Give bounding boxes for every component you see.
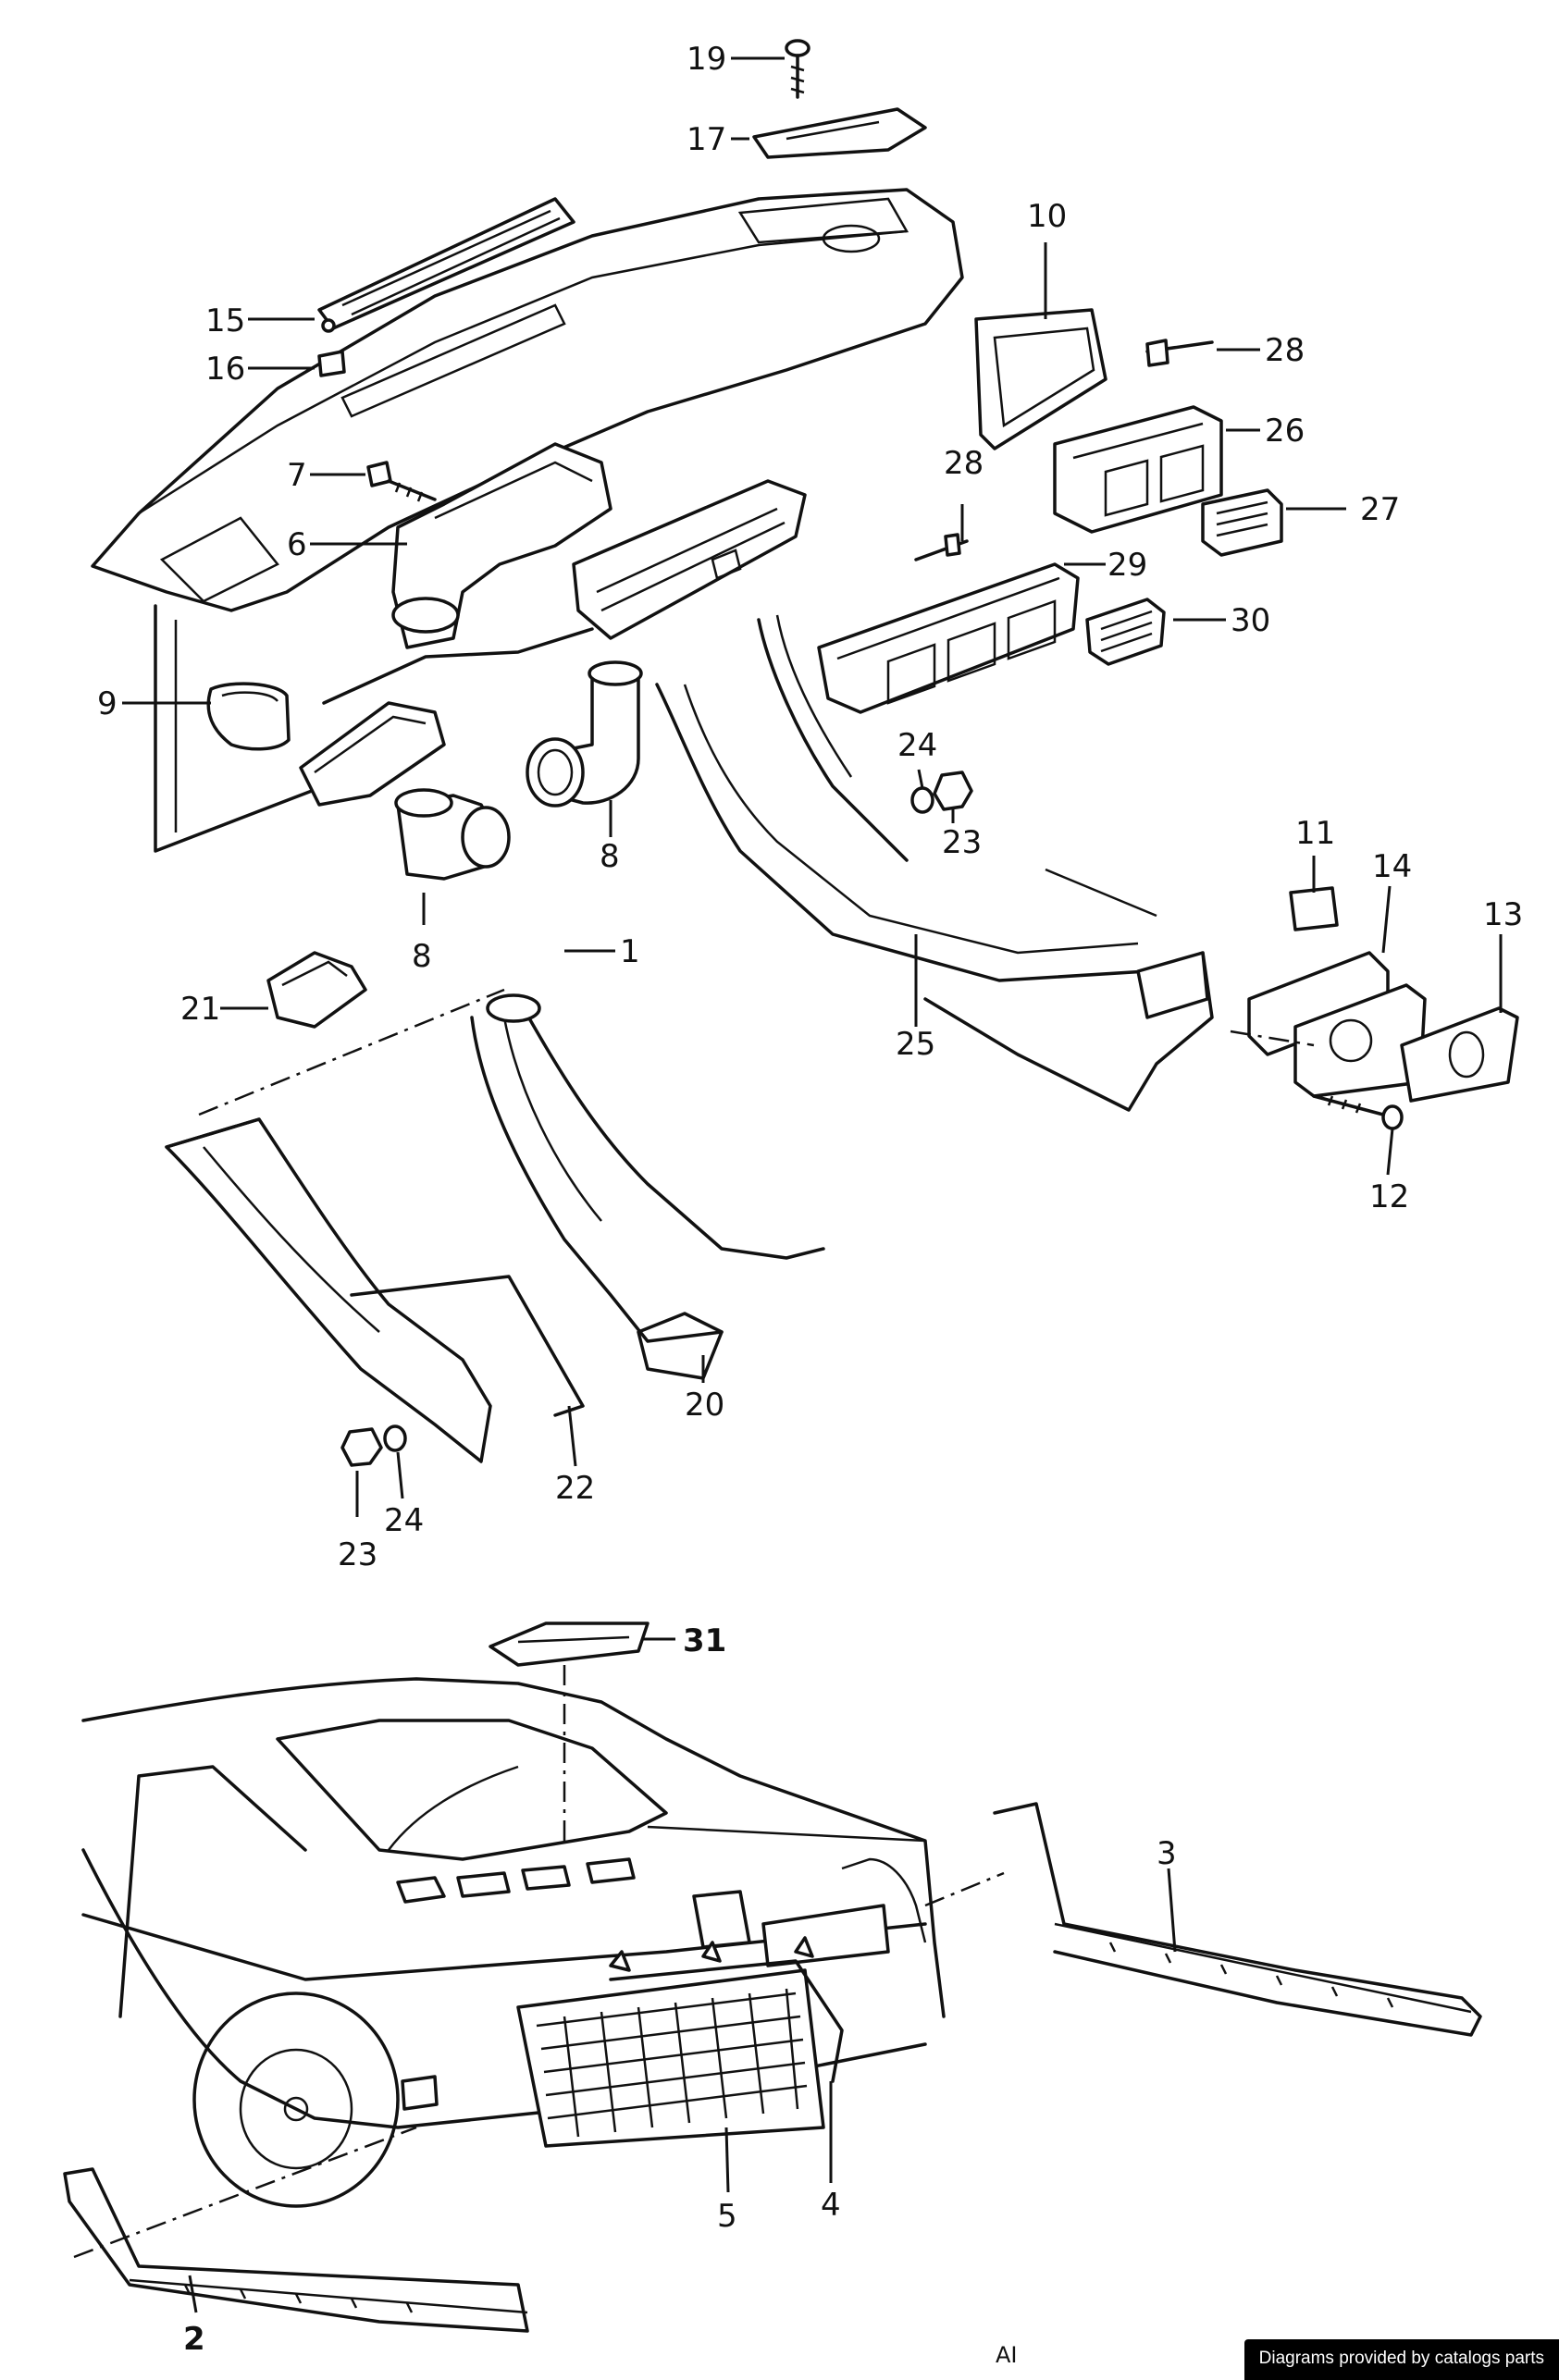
callout-21: 21 — [180, 991, 220, 1028]
callout-10: 10 — [1027, 198, 1067, 235]
callout-8-left: 8 — [412, 938, 432, 975]
center-duct-25 — [655, 614, 1214, 1112]
center-cover-plate — [752, 107, 927, 159]
reference-lines — [73, 988, 1315, 2259]
left-duct-assembly — [299, 442, 612, 807]
callout-20: 20 — [685, 1387, 724, 1424]
washer-nut-24-23-top — [910, 771, 973, 814]
callout-4: 4 — [821, 2187, 841, 2224]
callout-17: 17 — [687, 121, 726, 158]
screw-7 — [366, 461, 437, 502]
callout-31: 31 — [683, 1622, 726, 1659]
callout-labels: 19 17 10 28 15 16 26 7 28 27 6 29 30 9 2… — [97, 41, 1523, 2358]
callout-7: 7 — [287, 457, 307, 494]
callout-26: 26 — [1265, 413, 1305, 450]
callout-12: 12 — [1369, 1178, 1409, 1215]
side-trim-strip-3 — [993, 1802, 1482, 2037]
callout-24-bottom: 24 — [384, 1502, 424, 1539]
vent-grille-30 — [1085, 598, 1166, 666]
car-body — [81, 1677, 946, 2208]
right-vent-housing-10 — [974, 308, 1107, 450]
vent-housing-26 — [1053, 405, 1223, 534]
callout-28-mid: 28 — [944, 445, 984, 482]
clip-16 — [317, 350, 346, 377]
rear-duct-22 — [165, 1117, 585, 1463]
callout-25: 25 — [896, 1026, 935, 1063]
callout-29: 29 — [1107, 547, 1147, 584]
callout-6: 6 — [287, 526, 307, 563]
sheet-code: AI — [996, 2342, 1018, 2368]
callout-28-top: 28 — [1265, 332, 1305, 369]
callout-23-bottom: 23 — [338, 1536, 377, 1573]
defroster-vent-strip — [317, 197, 575, 333]
callout-27: 27 — [1360, 491, 1400, 528]
vent-grille-31 — [489, 1622, 650, 1667]
clip-28-top — [1145, 339, 1214, 367]
callout-16: 16 — [205, 351, 245, 388]
center-vent-housing — [572, 479, 807, 640]
callout-8-right: 8 — [600, 838, 620, 875]
nut-washer-23-24-bottom — [340, 1424, 407, 1467]
clip-28-mid — [914, 533, 969, 561]
callout-11: 11 — [1295, 815, 1335, 852]
elbow-hose-left — [394, 788, 511, 881]
dashboard-panel — [91, 188, 964, 853]
callout-22: 22 — [555, 1470, 595, 1507]
callout-23-top: 23 — [942, 824, 982, 861]
elbow-hose-right — [526, 660, 643, 808]
callout-3: 3 — [1157, 1835, 1177, 1872]
vent-housing-29 — [817, 562, 1080, 714]
clip-21 — [266, 951, 367, 1029]
callout-9: 9 — [97, 685, 118, 722]
callout-30: 30 — [1231, 602, 1270, 639]
footer-credit-badge[interactable]: Diagrams provided by catalogs parts — [1243, 2339, 1559, 2380]
seal-9 — [206, 682, 291, 751]
rear-duct-20 — [470, 993, 825, 1380]
callout-2: 2 — [183, 2321, 205, 2358]
switch-panel-assembly — [1247, 886, 1519, 1130]
callout-15: 15 — [205, 302, 245, 339]
callout-14: 14 — [1372, 848, 1412, 885]
screw-top — [785, 39, 810, 99]
leader-lines — [122, 56, 1503, 2313]
callout-19: 19 — [687, 41, 726, 78]
side-trim-strip-2 — [63, 2167, 529, 2333]
vent-grille-27 — [1201, 488, 1283, 557]
callout-24-top: 24 — [897, 727, 937, 764]
callout-1: 1 — [620, 933, 640, 970]
grille-assembly-5-4 — [516, 1936, 844, 2148]
callout-13: 13 — [1483, 896, 1523, 933]
callout-5: 5 — [717, 2198, 737, 2235]
